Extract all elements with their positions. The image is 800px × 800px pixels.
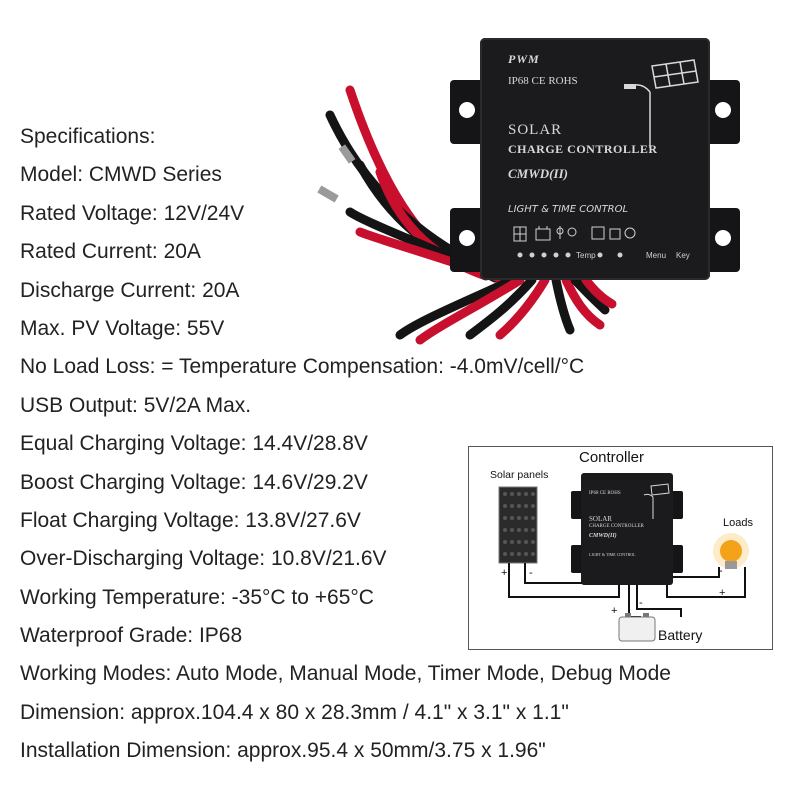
mounting-flange-left-top [450, 80, 484, 144]
spec-rated-current: Rated Current: 20A [20, 240, 201, 264]
solar-plus-sign: + [501, 567, 508, 579]
spec-usb-output: USB Output: 5V/2A Max. [20, 393, 252, 417]
load-minus-sign: - [719, 565, 723, 577]
mini-subtitle: CHARGE CONTROLLER [589, 524, 644, 529]
controller-feature: LIGHT & TIME CONTROL [508, 204, 629, 215]
spec-boost-charging: Boost Charging Voltage: 14.6V/29.2V [20, 470, 368, 494]
battery-minus-sign: - [639, 597, 643, 609]
solar-panels-label: Solar panels [490, 469, 549, 481]
wire-black-6 [551, 275, 575, 335]
mini-certifications: IP68 CE ROHS [589, 491, 621, 496]
spec-model: Model: CMWD Series [20, 163, 222, 187]
battery-label: Battery [658, 627, 703, 643]
solar-streetlight-icon [624, 59, 699, 148]
controller-subtitle: CHARGE CONTROLLER [508, 142, 658, 156]
controller-body [480, 38, 710, 280]
wire-red-4 [415, 275, 525, 345]
solar-panel-icon [498, 486, 538, 564]
spec-equal-charging: Equal Charging Voltage: 14.4V/28.8V [20, 432, 368, 456]
mounting-flange-left-bottom [450, 208, 484, 272]
spec-waterproof-grade: Waterproof Grade: IP68 [20, 624, 243, 648]
spec-installation-dimension: Installation Dimension: approx.95.4 x 50… [20, 739, 546, 763]
temp-label: Temp [576, 251, 596, 260]
controller-brand: PWM [508, 52, 540, 66]
spec-no-load-loss: No Load Loss: = Temperature Compensation… [20, 355, 585, 379]
wire-tip-1 [317, 185, 339, 203]
spec-over-discharging: Over-Discharging Voltage: 10.8V/21.6V [20, 547, 387, 571]
wire-red-6 [561, 275, 605, 330]
controller-certifications: IP68 CE ROHS [508, 75, 578, 87]
menu-label: Menu [646, 251, 667, 260]
solar-minus-sign: - [529, 567, 533, 579]
spec-discharge-current: Discharge Current: 20A [20, 278, 240, 302]
spec-working-temperature: Working Temperature: -35°C to +65°C [20, 585, 374, 609]
wire-tip-2 [338, 144, 356, 164]
diagram-title: Controller [579, 449, 645, 466]
wire-red-5 [495, 275, 550, 340]
spec-working-modes: Working Modes: Auto Mode, Manual Mode, T… [20, 662, 671, 686]
loads-label: Loads [723, 517, 753, 529]
diagram-controller-image: IP68 CE ROHS SOLAR CHARGE CONTROLLER CMW… [571, 473, 683, 585]
load-plus-sign: + [719, 587, 726, 599]
wire-black-7 [570, 275, 610, 315]
key-label: Key [676, 251, 690, 260]
mini-title: SOLAR [589, 515, 612, 523]
spec-heading: Specifications: [20, 125, 156, 148]
spec-max-pv-voltage: Max. PV Voltage: 55V [20, 316, 225, 340]
wire-black-5 [465, 275, 537, 340]
controller-model: CMWD(II) [508, 166, 568, 181]
wire-black-4 [395, 275, 517, 340]
mounting-flange-right-top [706, 80, 740, 144]
spec-rated-voltage: Rated Voltage: 12V/24V [20, 201, 245, 225]
mini-streetlight-icon [643, 483, 670, 519]
controller-status-icons [513, 226, 636, 258]
wiring-diagram: Controller Solar panels Loads Battery [468, 446, 773, 650]
mini-feature: LIGHT & TIME CONTROL [589, 552, 636, 557]
wire-red-7 [581, 275, 617, 309]
controller-title: SOLAR [508, 122, 563, 138]
light-bulb-icon [713, 533, 749, 569]
spec-dimension: Dimension: approx.104.4 x 80 x 28.3mm / … [20, 700, 569, 724]
diagram-wiring-lines [498, 486, 749, 642]
battery-icon [618, 613, 656, 642]
spec-float-charging: Float Charging Voltage: 13.8V/27.6V [20, 508, 361, 532]
mounting-flange-right-bottom [706, 208, 740, 272]
mini-model: CMWD(II) [589, 533, 617, 539]
controller-product: PWM IP68 CE ROHS SOLAR CHARGE CONTROLLER… [450, 38, 740, 280]
battery-plus-sign: + [611, 605, 618, 617]
specifications-list: Specifications: Model: CMWD Series Rated… [20, 118, 671, 771]
